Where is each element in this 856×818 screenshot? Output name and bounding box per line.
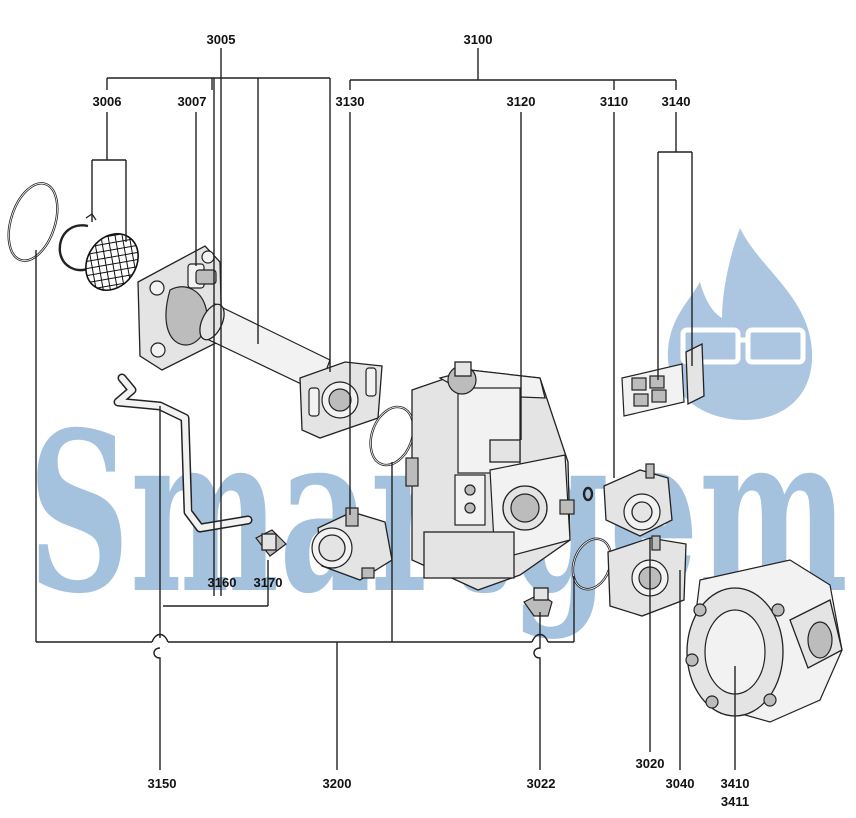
- label-3110: 3110: [600, 94, 628, 109]
- o-ring-large-left: [7, 182, 59, 262]
- label-3100: 3100: [464, 32, 493, 47]
- label-3120: 3120: [507, 94, 536, 109]
- label-3040: 3040: [666, 776, 695, 791]
- bent-tube: [113, 373, 253, 533]
- adapter-housing: [685, 559, 843, 723]
- label-3411: 3411: [721, 794, 749, 809]
- multiblock-valve: [405, 361, 575, 591]
- label-3006: 3006: [93, 94, 122, 109]
- label-3200: 3200: [323, 776, 352, 791]
- flame-logo-icon: [667, 228, 813, 420]
- label-3007: 3007: [178, 94, 207, 109]
- label-3170: 3170: [254, 575, 283, 590]
- strainer-mesh: [85, 233, 139, 291]
- parts: [7, 182, 843, 723]
- pressure-switch-right: [603, 463, 673, 537]
- label-3130: 3130: [336, 94, 365, 109]
- pressure-switch-left: [311, 507, 393, 581]
- inlet-flange: [137, 245, 223, 371]
- label-3005: 3005: [207, 32, 236, 47]
- gasket: [621, 342, 705, 417]
- leader-lines: [35, 48, 736, 770]
- part-labels: 3005 3100 3006 3007 3130 3120 3110 3140 …: [93, 32, 750, 809]
- label-3150: 3150: [148, 776, 177, 791]
- label-3160: 3160: [208, 575, 237, 590]
- label-3140: 3140: [662, 94, 691, 109]
- tube-fitting: [255, 529, 287, 557]
- label-3410: 3410: [721, 776, 750, 791]
- connection-flange: [299, 361, 383, 439]
- elbow-fitting: [523, 587, 553, 617]
- label-3020: 3020: [636, 756, 665, 771]
- o-ring-center: [369, 405, 415, 467]
- o-ring-small: [582, 486, 594, 502]
- label-3022: 3022: [527, 776, 556, 791]
- outlet-flange: [607, 535, 687, 617]
